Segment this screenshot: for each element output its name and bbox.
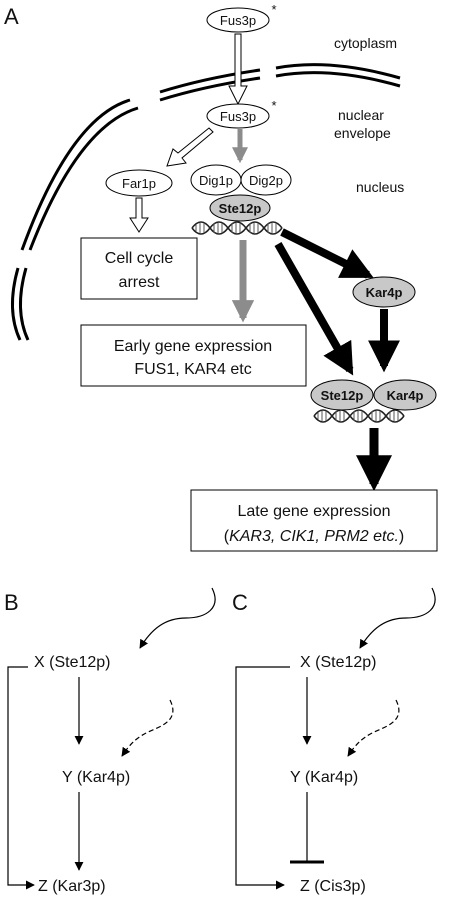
late-open-paren: ( <box>224 528 230 545</box>
arrest-line1: Cell cycle <box>105 250 174 267</box>
nuclear-envelope-label-line1: nuclear <box>338 107 384 123</box>
panel-c-feedforward-arrow <box>235 666 290 890</box>
late-expression-box <box>190 489 438 552</box>
nucleus-label: nucleus <box>356 179 404 195</box>
panel-c-z-label: Z (Cis3p) <box>300 878 366 895</box>
fus3-nucleus-asterisk: * <box>271 98 276 113</box>
ste12-node <box>209 194 271 222</box>
panel-b-label: B <box>4 590 19 615</box>
ste12-to-kar4-arrow <box>280 228 374 279</box>
kar4-node <box>352 276 416 308</box>
late-genes: KAR3, CIK1, PRM2 etc. <box>229 528 399 545</box>
far1-label: Far1p <box>122 176 156 191</box>
dna-helix-bottom <box>313 409 405 423</box>
panel-c-x-label: X (Ste12p) <box>300 654 376 671</box>
far1-to-arrest-arrow <box>129 197 149 233</box>
panel-b-y-dashed-signal <box>121 699 174 757</box>
far1-node <box>105 169 173 197</box>
panel-c-label: C <box>232 590 248 615</box>
fus3-to-far1-arrow <box>166 127 214 167</box>
kar4-label: Kar4p <box>366 285 403 300</box>
kar4-complex-node <box>373 379 437 411</box>
nuclear-envelope <box>10 63 401 341</box>
fus3-cytoplasm-label: Fus3p <box>220 13 256 28</box>
panel-c-input-signal <box>359 587 436 649</box>
kar4-complex-label: Kar4p <box>387 388 424 403</box>
ste12-to-complex-arrow <box>274 242 354 376</box>
panel-b-input-signal <box>139 587 216 649</box>
late-close-paren: ) <box>399 528 404 545</box>
cell-cycle-arrest-box <box>80 237 198 300</box>
fus3-cytoplasm-asterisk: * <box>271 2 276 17</box>
panel-b-z-label: Z (Kar3p) <box>38 878 106 895</box>
fus3-cytoplasm-node <box>206 7 270 33</box>
dig1-label: Dig1p <box>199 173 233 188</box>
ste12-label: Ste12p <box>219 201 262 216</box>
panel-c-y-dashed-signal <box>347 699 400 757</box>
dig2-label: Dig2p <box>249 173 283 188</box>
panel-a-label: A <box>4 4 19 29</box>
late-line2: (KAR3, CIK1, PRM2 etc.) <box>224 528 405 545</box>
panel-b-x-label: X (Ste12p) <box>34 654 110 671</box>
panel-c-y-label: Y (Kar4p) <box>290 769 358 786</box>
panel-b-feedforward-arrow <box>7 666 35 890</box>
dig2-node <box>240 164 292 196</box>
early-line1: Early gene expression <box>114 338 272 355</box>
arrest-line2: arrest <box>119 274 160 291</box>
early-line2: FUS1, KAR4 etc <box>134 361 251 378</box>
fus3-nucleus-label: Fus3p <box>220 109 256 124</box>
fus3-import-arrow <box>228 33 248 106</box>
fus3-nucleus-node <box>206 103 270 129</box>
nuclear-envelope-label-line2: envelope <box>334 125 391 141</box>
late-line1: Late gene expression <box>238 503 391 520</box>
ste12-complex-node <box>310 379 374 411</box>
dna-helix-top <box>191 221 283 235</box>
cytoplasm-label: cytoplasm <box>334 35 397 51</box>
ste12-complex-label: Ste12p <box>321 388 364 403</box>
early-expression-box <box>80 324 307 387</box>
panel-b-y-label: Y (Kar4p) <box>62 769 130 786</box>
